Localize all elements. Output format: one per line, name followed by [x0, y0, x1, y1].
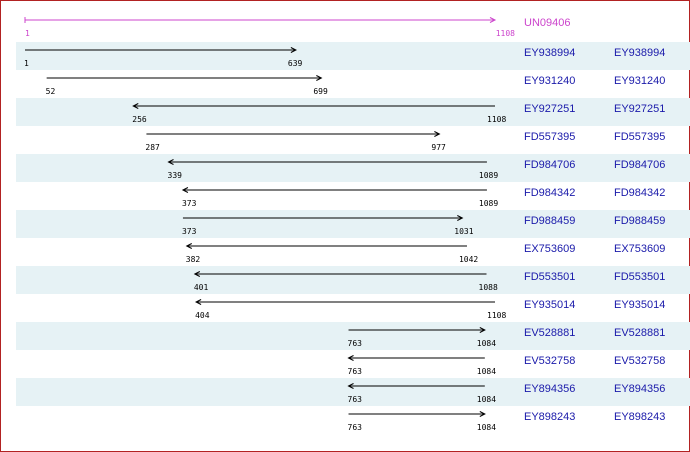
- row-band: [16, 266, 690, 294]
- hit-accession-link-2[interactable]: FD557395: [614, 131, 665, 143]
- hit-arrow-head: [316, 75, 323, 81]
- hit-end-label: 1084: [477, 339, 496, 348]
- hit-accession-link-2[interactable]: EV532758: [614, 355, 665, 367]
- hit-accession-link[interactable]: FD553501: [524, 271, 575, 283]
- hit-accession-link[interactable]: FD984706: [524, 159, 575, 171]
- hit-end-label: 1089: [479, 199, 498, 208]
- row-band: [16, 42, 690, 70]
- hit-start-label: 339: [168, 171, 183, 180]
- hit-accession-link-2[interactable]: EV528881: [614, 327, 665, 339]
- hit-arrow-head: [185, 243, 192, 249]
- row-band: [16, 98, 690, 126]
- hit-start-label: 404: [195, 311, 210, 320]
- hit-arrow-head: [193, 271, 201, 277]
- hit-start-label: 52: [46, 87, 56, 96]
- hit-end-label: 1088: [479, 283, 498, 292]
- hit-accession-link[interactable]: EV528881: [524, 327, 575, 339]
- hit-start-label: 373: [182, 199, 197, 208]
- hit-arrow-head: [457, 215, 464, 221]
- hit-arrow-head: [194, 299, 202, 305]
- hit-accession-link-2[interactable]: FD984706: [614, 159, 665, 171]
- hit-arrow-head: [167, 159, 174, 165]
- hit-arrow-head: [290, 47, 297, 53]
- hit-start-label: 373: [182, 227, 197, 236]
- hit-accession-link[interactable]: EY898243: [524, 411, 575, 423]
- row-band: [16, 322, 690, 350]
- hit-accession-link[interactable]: EY931240: [524, 75, 575, 87]
- hit-accession-link[interactable]: EV532758: [524, 355, 575, 367]
- row-band: [16, 378, 690, 406]
- hit-end-label: 1108: [487, 311, 506, 320]
- hit-arrow-head: [181, 187, 189, 193]
- row-band: [16, 210, 690, 238]
- hit-start-label: 763: [348, 367, 363, 376]
- hit-accession-link-2[interactable]: EY894356: [614, 383, 665, 395]
- hit-end-label: 699: [313, 87, 328, 96]
- hit-accession-link[interactable]: EY927251: [524, 103, 575, 115]
- hit-start-label: 256: [132, 115, 147, 124]
- hit-start-label: 763: [348, 339, 363, 348]
- hit-accession-link-2[interactable]: EX753609: [614, 243, 665, 255]
- hit-start-label: 401: [194, 283, 209, 292]
- hit-arrow-head: [347, 383, 354, 389]
- hit-accession-link-2[interactable]: FD984342: [614, 187, 665, 199]
- hit-arrow-head: [479, 411, 486, 417]
- hit-end-label: 1084: [477, 367, 496, 376]
- hit-arrow-head: [434, 131, 441, 137]
- hit-accession-link[interactable]: EY938994: [524, 47, 575, 59]
- query-name: UN09406: [524, 17, 570, 29]
- hit-start-label: 382: [186, 255, 201, 264]
- hit-start-label: 1: [24, 59, 29, 68]
- hit-accession-link[interactable]: EY894356: [524, 383, 575, 395]
- query-arrow-head: [489, 17, 497, 23]
- query-end-label: 1108: [496, 29, 515, 38]
- hit-accession-link-2[interactable]: EY898243: [614, 411, 665, 423]
- hit-end-label: 1042: [459, 255, 478, 264]
- hit-accession-link-2[interactable]: FD553501: [614, 271, 665, 283]
- hit-accession-link[interactable]: EY935014: [524, 299, 575, 311]
- hit-accession-link[interactable]: FD557395: [524, 131, 575, 143]
- hit-arrow-head: [132, 103, 139, 109]
- hit-end-label: 1108: [487, 115, 506, 124]
- hit-end-label: 639: [288, 59, 303, 68]
- hit-start-label: 763: [348, 423, 363, 432]
- row-band: [16, 154, 690, 182]
- hit-end-label: 1084: [477, 423, 496, 432]
- hit-accession-link[interactable]: EX753609: [524, 243, 575, 255]
- hit-arrow-head: [479, 327, 486, 333]
- hit-start-label: 763: [348, 395, 363, 404]
- hit-accession-link-2[interactable]: FD988459: [614, 215, 665, 227]
- hit-end-label: 1084: [477, 395, 496, 404]
- hit-arrow-head: [347, 355, 354, 361]
- hit-end-label: 1031: [454, 227, 473, 236]
- hit-end-label: 1089: [479, 171, 498, 180]
- hit-accession-link[interactable]: FD988459: [524, 215, 575, 227]
- query-start-label: 1: [25, 29, 30, 38]
- hit-end-label: 977: [431, 143, 446, 152]
- hit-accession-link-2[interactable]: EY927251: [614, 103, 665, 115]
- hit-accession-link-2[interactable]: EY931240: [614, 75, 665, 87]
- hit-start-label: 287: [145, 143, 160, 152]
- hit-accession-link[interactable]: FD984342: [524, 187, 575, 199]
- hit-accession-link-2[interactable]: EY938994: [614, 47, 665, 59]
- hit-accession-link-2[interactable]: EY935014: [614, 299, 665, 311]
